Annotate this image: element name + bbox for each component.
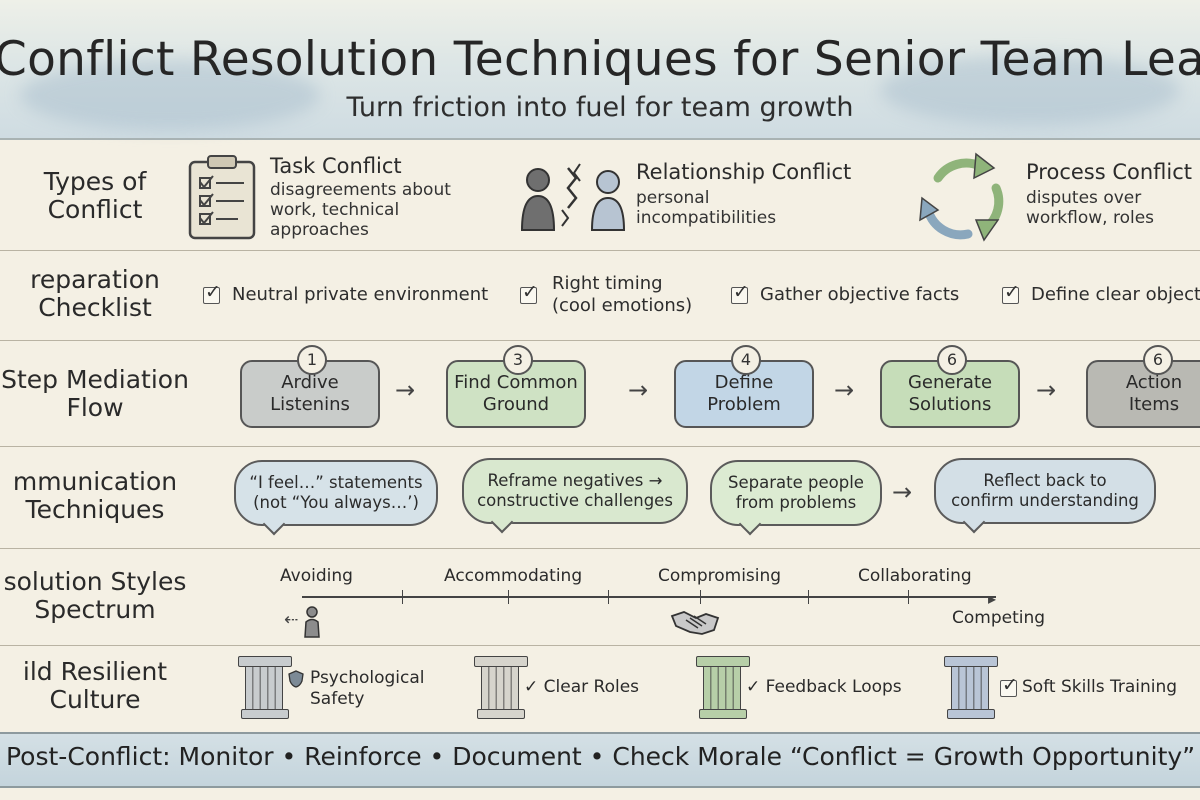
spectrum-label-compromising: Compromising (658, 566, 782, 586)
clipboard-icon (188, 155, 256, 240)
step-number-badge: 1 (297, 345, 327, 375)
people-icon (520, 163, 626, 231)
relationship-conflict-desc: personal incompatibilities (636, 188, 777, 228)
pillar-icon (474, 656, 528, 720)
cycle-arrows-icon (919, 152, 1004, 242)
pillar-icon (238, 656, 292, 720)
row-label-communication: mmunication Techniques (12, 467, 178, 524)
pillar-icon (696, 656, 750, 720)
pillar-label: Psychological Safety (310, 668, 425, 709)
spectrum-axis-line (302, 596, 996, 598)
spectrum-tick (908, 590, 909, 604)
pillar-label: ✓ Feedback Loops (746, 677, 902, 697)
relationship-conflict-title: Relationship Conflict (636, 160, 852, 184)
row-divider (0, 548, 1200, 549)
spectrum-tick (508, 590, 509, 604)
checkbox-icon (1002, 281, 1020, 304)
flow-arrow: → (892, 478, 913, 506)
spectrum-arrow-head: ▸ (988, 589, 997, 608)
spectrum-tick (700, 590, 701, 604)
handshake-icon (670, 611, 720, 635)
footer-text: Post-Conflict: Monitor • Reinforce • Doc… (6, 742, 1196, 771)
shield-icon (288, 670, 304, 688)
step-number-badge: 6 (1143, 345, 1173, 375)
pillar-label: ✓ Clear Roles (524, 677, 640, 697)
row-label-spectrum: solution Styles Spectrum (3, 567, 187, 624)
spectrum-tick (608, 590, 609, 604)
spectrum-label-avoiding: Avoiding (280, 566, 353, 586)
speech-bubble: Reframe negatives →constructive challeng… (462, 458, 688, 524)
task-conflict-desc: disagreements about work, technical appr… (270, 180, 451, 240)
checklist-item: Neutral private environment (232, 284, 489, 305)
check-icon: ✓ (746, 677, 761, 697)
checklist-item: Right timing (cool emotions) (552, 273, 693, 316)
row-divider (0, 250, 1200, 251)
footer-band (0, 732, 1200, 788)
speech-bubble: “I feel…” statements(not “You always…’) (234, 460, 438, 526)
checklist-item: Gather objective facts (760, 284, 960, 305)
process-conflict-desc: disputes over workflow, roles (1026, 188, 1155, 228)
checkbox-icon (520, 281, 538, 304)
flow-arrow: → (628, 376, 649, 404)
check-icon: ✓ (524, 677, 539, 697)
checklist-item: Define clear object (1031, 284, 1200, 305)
flow-arrow: → (834, 376, 855, 404)
page-title: Conflict Resolution Techniques for Senio… (0, 32, 1200, 87)
row-label-culture: ild Resilient Culture (22, 657, 168, 714)
spectrum-tick (808, 590, 809, 604)
row-divider (0, 446, 1200, 447)
row-label-mediation: Step Mediation Flow (1, 365, 189, 422)
spectrum-label-accommodating: Accommodating (444, 566, 583, 586)
step-number-badge: 3 (503, 345, 533, 375)
pillar-label: Soft Skills Training (1022, 677, 1178, 697)
row-divider (0, 340, 1200, 341)
retreat-arrow-icon: ⇠ (284, 610, 299, 630)
flow-arrow: → (1036, 376, 1057, 404)
task-conflict-title: Task Conflict (270, 154, 402, 178)
person-icon (304, 606, 320, 638)
spectrum-tick (402, 590, 403, 604)
step-number-badge: 4 (731, 345, 761, 375)
header-band (0, 0, 1200, 140)
checkbox-icon (731, 281, 749, 304)
step-number-badge: 6 (937, 345, 967, 375)
row-label-types: Types of Conflict (43, 167, 147, 224)
page-subtitle: Turn friction into fuel for team growth (346, 92, 854, 123)
flow-arrow: → (395, 376, 416, 404)
spectrum-label-competing: Competing (952, 608, 1046, 628)
checkbox-icon (1000, 674, 1018, 697)
spectrum-label-collaborating: Collaborating (858, 566, 972, 586)
pillar-icon (944, 656, 998, 720)
checkbox-icon (203, 281, 221, 304)
process-conflict-title: Process Conflict (1026, 160, 1193, 184)
row-label-preparation: reparation Checklist (30, 265, 160, 322)
row-divider (0, 645, 1200, 646)
